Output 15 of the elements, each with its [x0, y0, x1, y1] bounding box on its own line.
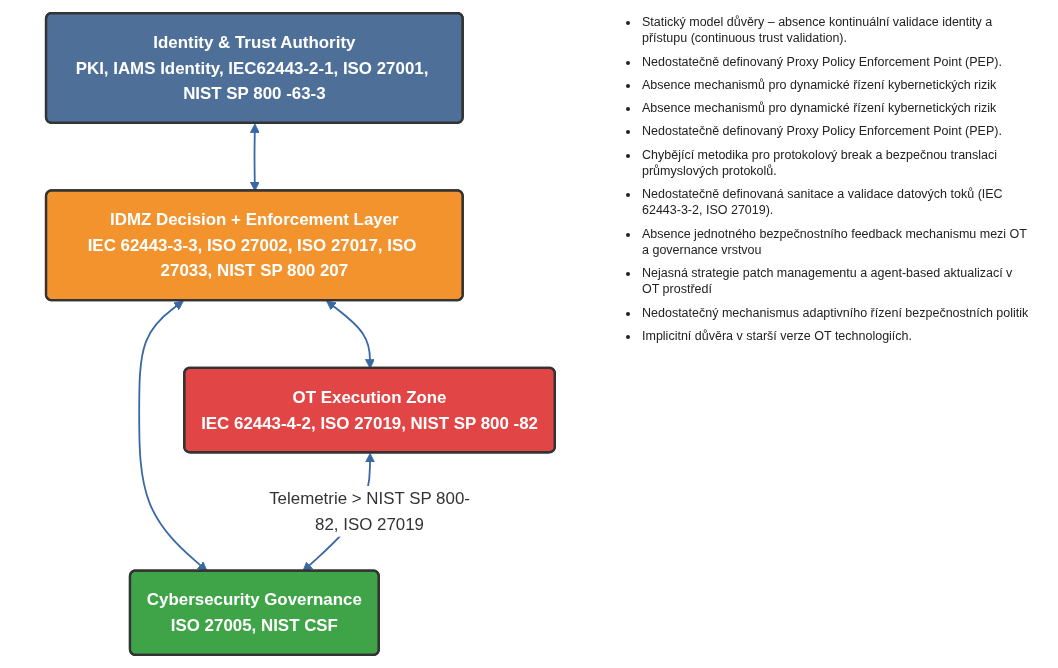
note-text: Absence mechanismů pro dynamické řízení kybernetických rizik: [642, 100, 998, 117]
note-text: Nedostatečně definovaný Proxy Policy Enforcement Point (PEP).: [642, 53, 1003, 70]
note-text: Nedostatečně definovaný Proxy Policy Enforcement Point (PEP).: [642, 123, 1003, 140]
note-text: Implicitní důvěra v starší verze OT technologiích.: [642, 327, 914, 344]
process-box: Cybersecurity Governance ISO 27005, NIST CSF: [128, 569, 380, 657]
note-text: Nedostatečný mechanismus adaptivního řízení bezpečnostních politik: [642, 304, 1030, 321]
process-box: OT Execution Zone IEC 62443-4-2, ISO 27019, NIST SP 800 -82: [182, 366, 556, 454]
note-text: Chybějící metodika pro protokolový break a bezpečnou translaci průmyslových protokolů.: [642, 146, 999, 179]
note-text: Absence jednotného bezpečnostního feedback mechanismu mezi OT a governance vrstvou: [642, 225, 1028, 258]
process-box: IDMZ Decision + Enforcement Layer IEC 62443-3-3, ISO 27002, ISO 27017, ISO 27033, NIST SP 800 207: [44, 189, 464, 302]
note-text: Nejasná strategie patch managementu a agent-based aktualizací v OT prostředí: [642, 265, 1014, 298]
note-text: Statický model důvěry – absence kontinuální validace identity a přístupu (continuous trust validation).: [642, 14, 994, 47]
process-box: Identity & Trust Authority PKI, IAMS Identity, IEC62443-2-1, ISO 27001, NIST SP 800 -63-3: [44, 11, 464, 124]
note-text: Absence mechanismů pro dynamické řízení kybernetických rizik: [642, 76, 998, 93]
note-text: Nedostatečně definovaná sanitace a validace datových toků (IEC 62443-3-2, ISO 27019).: [642, 186, 1004, 219]
